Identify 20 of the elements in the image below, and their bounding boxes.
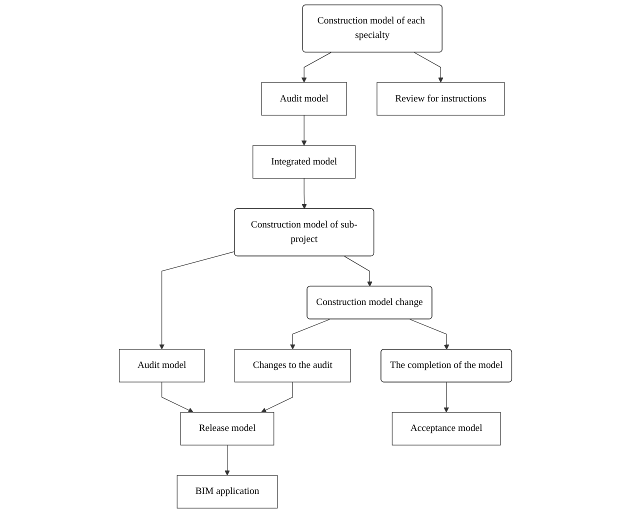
arrow xyxy=(260,382,293,413)
node-box: BIM application xyxy=(176,475,278,508)
arrow xyxy=(444,382,449,413)
node-box: Audit model xyxy=(261,82,347,116)
arrow xyxy=(290,318,330,350)
arrow xyxy=(414,52,444,83)
node-box: Integrated model xyxy=(252,145,356,179)
node-box: Release model xyxy=(180,412,274,446)
arrow xyxy=(301,52,332,83)
arrow xyxy=(301,114,307,146)
arrow xyxy=(344,256,372,287)
arrow xyxy=(409,318,450,350)
arrow xyxy=(224,444,230,476)
node-box: Review for instructions xyxy=(376,82,505,116)
arrow xyxy=(162,382,194,413)
node-box: Changes to the audit xyxy=(234,348,351,382)
node-box: Audit model xyxy=(118,348,205,382)
arrow xyxy=(302,178,307,210)
node-box: Acceptance model xyxy=(392,412,501,446)
arrow xyxy=(159,251,235,350)
